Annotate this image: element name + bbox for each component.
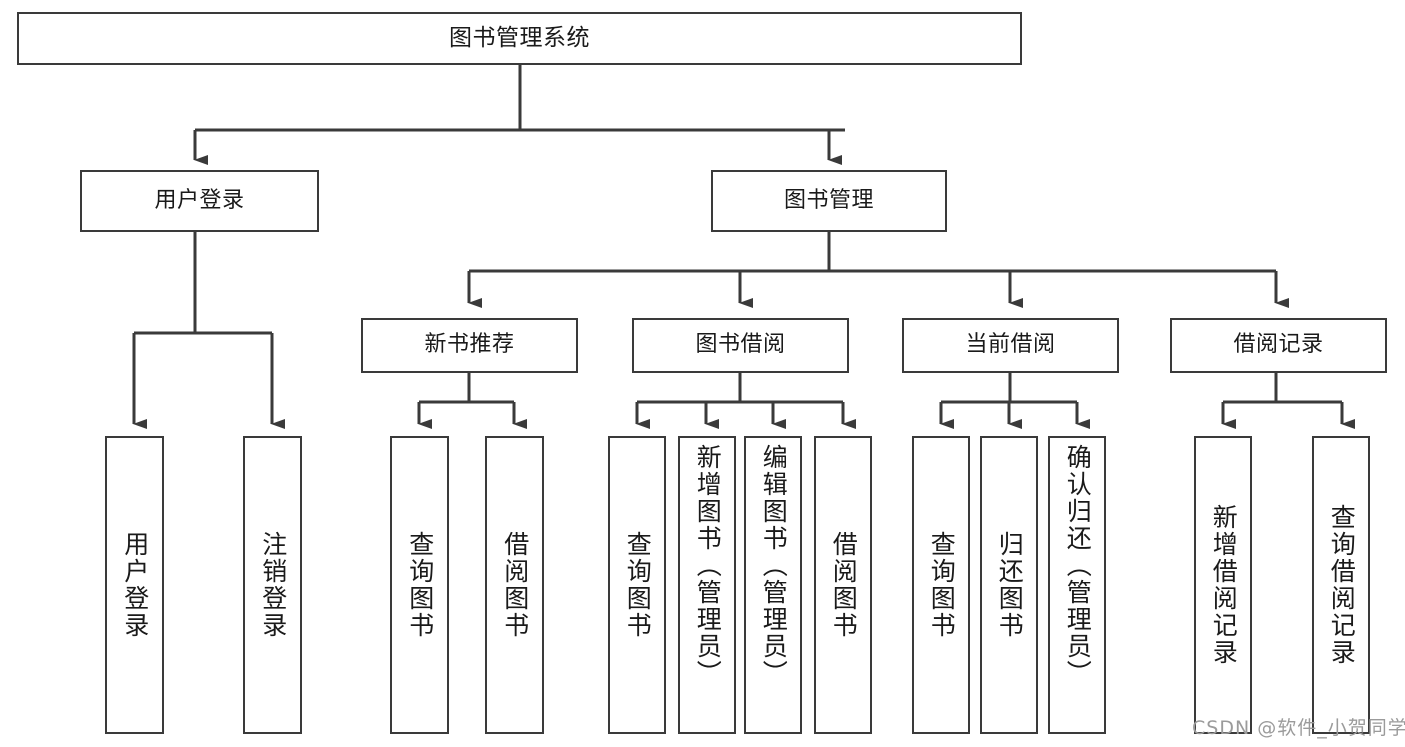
leaf-add-borrow-record[interactable]: 新增借阅记录 [1194, 436, 1252, 734]
leaf-return-book[interactable]: 归还图书 [980, 436, 1038, 734]
node-label: 查询图书 [623, 531, 653, 639]
leaf-label-wrap: 借阅图书 [487, 438, 542, 732]
leaf-label-wrap: 注销登录 [245, 438, 300, 732]
node-label: 新增图书（管理员） [693, 444, 723, 687]
node-root-system[interactable]: 图书管理系统 [17, 12, 1022, 65]
leaf-borrow-book[interactable]: 借阅图书 [814, 436, 872, 734]
node-label: 查询借阅记录 [1327, 504, 1357, 666]
leaf-label-wrap: 查询图书 [610, 438, 664, 732]
node-book-management[interactable]: 图书管理 [711, 170, 947, 232]
leaf-query-book-current[interactable]: 查询图书 [912, 436, 970, 734]
node-label: 查询图书 [927, 531, 957, 639]
node-label: 查询图书 [405, 531, 435, 639]
node-label: 归还图书 [995, 531, 1025, 639]
leaf-label-wrap: 归还图书 [982, 438, 1036, 732]
watermark-text: CSDN @软件_小贺同学 [1192, 717, 1405, 739]
node-borrow-record[interactable]: 借阅记录 [1170, 318, 1387, 373]
leaf-edit-book-admin[interactable]: 编辑图书（管理员） [744, 436, 802, 734]
node-label: 新书推荐 [424, 332, 515, 358]
node-label: 图书管理系统 [449, 24, 590, 51]
leaf-confirm-return-admin[interactable]: 确认归还（管理员） [1048, 436, 1106, 734]
leaf-add-book-admin[interactable]: 新增图书（管理员） [678, 436, 736, 734]
node-label: 编辑图书（管理员） [759, 444, 789, 687]
node-label: 当前借阅 [965, 332, 1056, 358]
node-label: 用户登录 [120, 531, 150, 639]
node-book-borrow[interactable]: 图书借阅 [632, 318, 849, 373]
leaf-query-book-borrow[interactable]: 查询图书 [608, 436, 666, 734]
leaf-label-wrap: 编辑图书（管理员） [746, 438, 800, 732]
node-label: 新增借阅记录 [1209, 504, 1239, 666]
node-label: 确认归还（管理员） [1063, 444, 1093, 687]
leaf-label-wrap: 查询图书 [914, 438, 968, 732]
leaf-logout[interactable]: 注销登录 [243, 436, 302, 734]
leaf-query-book-recommend[interactable]: 查询图书 [390, 436, 449, 734]
node-label: 注销登录 [258, 531, 288, 639]
leaf-label-wrap: 用户登录 [107, 438, 162, 732]
node-label: 借阅图书 [829, 531, 859, 639]
leaf-label-wrap: 新增借阅记录 [1196, 438, 1250, 732]
node-label: 借阅图书 [500, 531, 530, 639]
node-label: 图书借阅 [695, 332, 786, 358]
node-label: 用户登录 [154, 187, 245, 213]
node-new-book-recommend[interactable]: 新书推荐 [361, 318, 578, 373]
leaf-query-borrow-record[interactable]: 查询借阅记录 [1312, 436, 1370, 734]
node-current-borrow[interactable]: 当前借阅 [902, 318, 1119, 373]
leaf-label-wrap: 查询图书 [392, 438, 447, 732]
node-label: 图书管理 [783, 187, 874, 213]
leaf-user-login[interactable]: 用户登录 [105, 436, 164, 734]
leaf-label-wrap: 借阅图书 [816, 438, 870, 732]
leaf-label-wrap: 确认归还（管理员） [1050, 438, 1104, 732]
leaf-borrow-book-recommend[interactable]: 借阅图书 [485, 436, 544, 734]
leaf-label-wrap: 新增图书（管理员） [680, 438, 734, 732]
node-label: 借阅记录 [1233, 332, 1324, 358]
node-user-login[interactable]: 用户登录 [80, 170, 319, 232]
leaf-label-wrap: 查询借阅记录 [1314, 438, 1368, 732]
